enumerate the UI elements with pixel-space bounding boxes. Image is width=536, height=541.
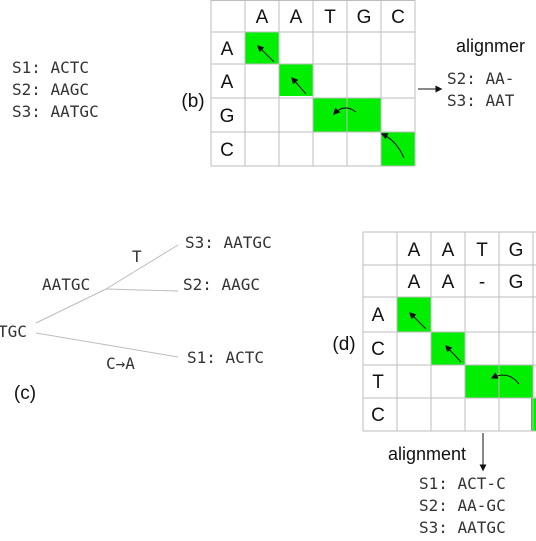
- row-header: C: [371, 339, 385, 360]
- col-header: G: [509, 240, 524, 261]
- panel-c: TGC AATGC T C→A S3: AATGC S2: AAGC S1: A…: [0, 233, 272, 404]
- col-header: T: [324, 7, 336, 28]
- match-cell: [279, 64, 313, 96]
- panel-label-c: (c): [14, 383, 36, 404]
- alignment-d-line2: S2: AA-GC: [419, 496, 506, 515]
- tree-root: TGC: [0, 322, 27, 341]
- tree-branches: [35, 244, 179, 358]
- leaf-s3: S3: AATGC: [185, 233, 272, 252]
- leaf-s1: S1: ACTC: [187, 348, 264, 367]
- alignment-d-line3: S3: AATGC: [419, 518, 506, 536]
- alignment-d-line1: S1: ACT-C: [419, 474, 506, 493]
- match-cell: [381, 132, 415, 166]
- col-header-2: -: [479, 272, 485, 293]
- row-header: A: [221, 72, 234, 93]
- row-header: A: [372, 305, 385, 326]
- panel-label-d: (d): [332, 334, 355, 355]
- alignment-label-b: alignmer: [456, 36, 525, 56]
- traceback-arrows-d: [409, 312, 520, 385]
- panel-label-b: (b): [181, 91, 204, 112]
- sequence-s3: S3: AATGC: [12, 102, 99, 121]
- mutation-top: T: [132, 247, 142, 266]
- col-header: G: [357, 7, 372, 28]
- grid-b: [210, 0, 416, 167]
- alignment-b-line1: S2: AA-: [447, 69, 514, 88]
- col-header: A: [408, 240, 421, 261]
- grid-d: [362, 231, 536, 432]
- col-header-2: A: [408, 272, 421, 293]
- tree-internal-node: AATGC: [42, 275, 90, 294]
- col-header-2: G: [509, 272, 524, 293]
- alignment-label-d: alignment: [388, 444, 466, 464]
- row-header: C: [220, 140, 234, 161]
- mutation-bottom: C→A: [106, 354, 135, 373]
- sequence-s1: S1: ACTC: [12, 58, 89, 77]
- traceback-arrows-b: [257, 45, 405, 159]
- panel-a: S1: ACTC S2: AAGC S3: AATGC: [12, 58, 99, 121]
- panel-d: A A T G A A - G A C T C (d) alignment S1…: [332, 231, 536, 537]
- row-header: A: [221, 39, 234, 60]
- match-cell: [245, 32, 279, 64]
- col-header: A: [256, 7, 269, 28]
- col-header-2: A: [442, 272, 455, 293]
- panel-b: A A T G C A A G C (b) alignmer S2: AA- S…: [181, 0, 525, 167]
- row-header: C: [371, 405, 385, 426]
- match-cell: [397, 297, 431, 332]
- row-header: G: [220, 106, 235, 127]
- sequence-s2: S2: AAGC: [12, 80, 89, 99]
- col-header: T: [476, 240, 488, 261]
- alignment-b-line2: S3: AAT: [447, 91, 515, 110]
- col-header: A: [442, 240, 455, 261]
- leaf-s2: S2: AAGC: [183, 275, 260, 294]
- row-header: T: [372, 372, 384, 393]
- col-header: C: [391, 7, 405, 28]
- col-header: A: [290, 7, 303, 28]
